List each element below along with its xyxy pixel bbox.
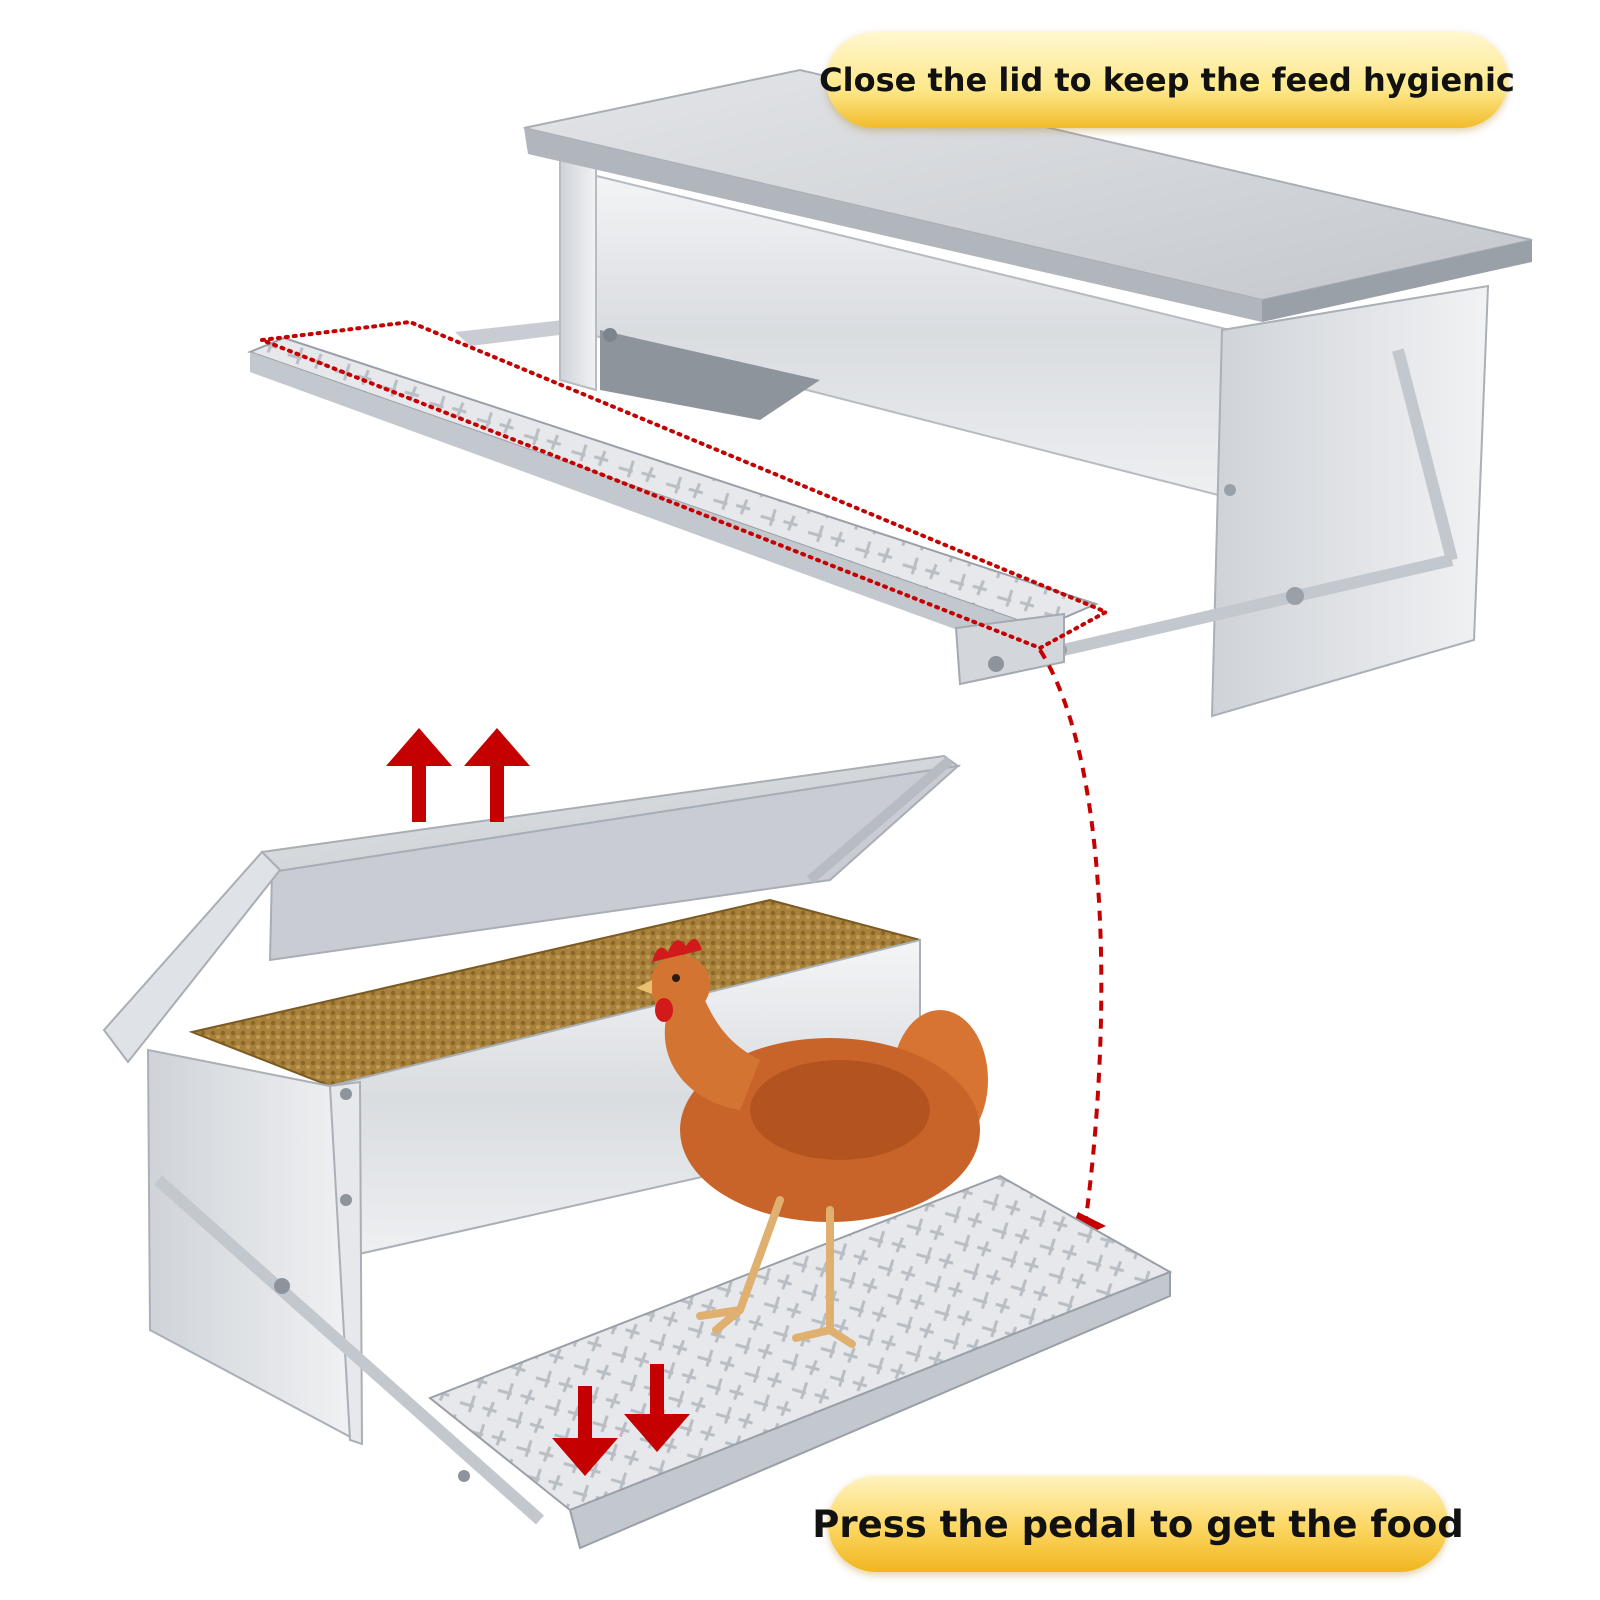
bolt <box>340 1088 352 1100</box>
caption-press-pedal: Press the pedal to get the food <box>812 1476 1464 1572</box>
caption-close-lid-text: Close the lid to keep the feed hygienic <box>819 61 1515 99</box>
bolt <box>988 656 1004 672</box>
hen-beak <box>636 980 652 994</box>
lid-strut <box>806 756 954 884</box>
bolt <box>603 328 617 342</box>
closed-feeder-left-leg <box>559 158 597 392</box>
bolt <box>340 1194 352 1206</box>
hen-wing <box>750 1060 930 1160</box>
pedal-lever <box>154 1175 544 1525</box>
linkage-rod <box>1018 554 1454 666</box>
closed-feeder-side <box>1210 284 1490 718</box>
pedal-bracket <box>954 612 1065 686</box>
closed-feeder <box>247 68 1533 718</box>
pedal-highlight-outline <box>261 319 1111 651</box>
hen-comb <box>652 938 702 962</box>
pedal-connector-arc <box>1038 648 1104 1219</box>
open-feeder-pedal-lip <box>568 1270 1171 1550</box>
hen <box>636 938 988 1348</box>
caption-close-lid: Close the lid to keep the feed hygienic <box>819 32 1515 128</box>
open-lid-panel <box>268 764 962 962</box>
caption-press-pedal-text: Press the pedal to get the food <box>812 1502 1464 1546</box>
bolt <box>1224 484 1236 496</box>
arrow-down-icon <box>552 1364 690 1476</box>
open-feeder <box>102 754 1173 1550</box>
hen-neck <box>664 990 760 1110</box>
closed-feeder-opening <box>600 330 820 420</box>
bolt <box>458 1470 470 1482</box>
closed-feeder-pedal-lip <box>250 352 1040 660</box>
closed-lid-edge <box>524 128 1262 322</box>
hen-eye <box>672 974 680 982</box>
arrow-up-icon <box>386 728 530 822</box>
bolt <box>1286 587 1304 605</box>
strut-side <box>1392 348 1458 562</box>
open-lid-side <box>102 850 282 1064</box>
hen-wattle <box>655 998 673 1022</box>
open-feeder-side <box>146 1048 358 1442</box>
closed-lid-edge-right <box>1262 240 1532 322</box>
bolt <box>274 1278 290 1294</box>
hen-legs <box>696 1196 856 1348</box>
